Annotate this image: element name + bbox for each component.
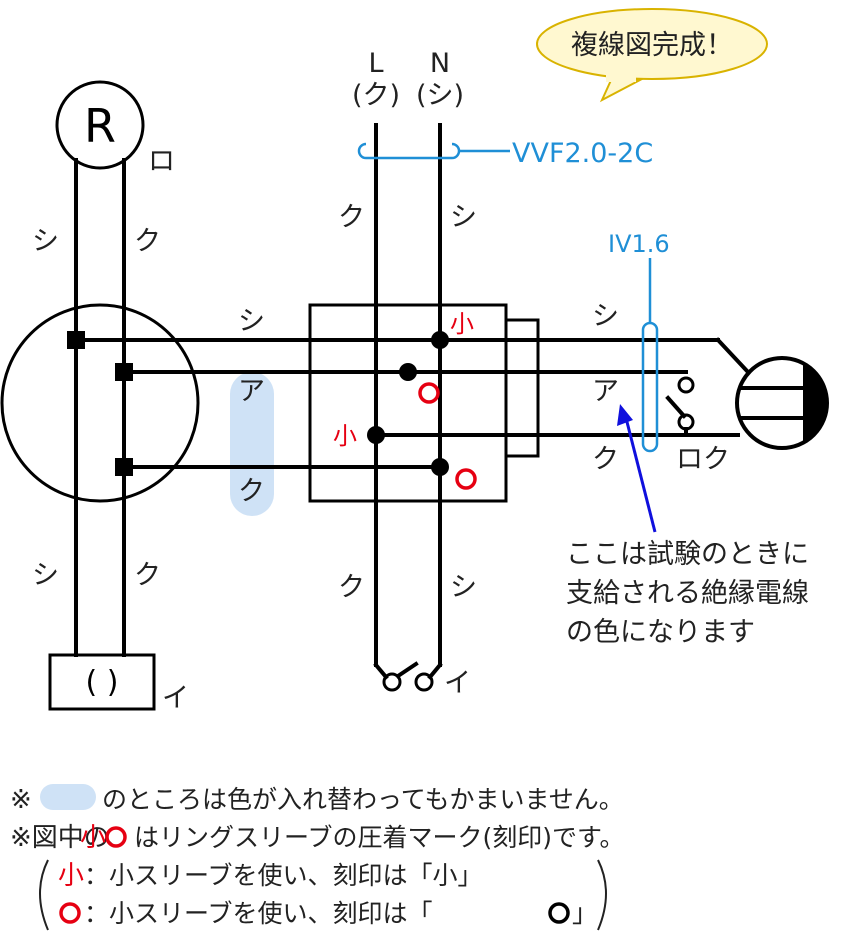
switch-lever <box>665 395 687 419</box>
lamp-symbol <box>55 80 145 170</box>
wire-color-label: ア <box>592 376 619 407</box>
note-line-2-prefix: ※図中の <box>10 823 110 853</box>
wire-color-label: シ <box>32 560 59 591</box>
lamp-label: ロ <box>148 146 175 177</box>
annotation-arrow <box>624 417 657 533</box>
note-circle-mark <box>59 902 81 924</box>
vvf-cable-mark <box>357 142 510 160</box>
outlet-label: イ <box>162 683 189 714</box>
wire-color-label: ク <box>338 202 365 233</box>
notes: ※ のところは色が入れ替わってもかまいません。 ※図中の 小 、 はリングスリー… <box>10 784 625 931</box>
switch-bottom-label: イ <box>444 668 471 699</box>
note-small-mark: 小 <box>58 861 84 891</box>
annotation-line: の色になります <box>566 617 755 648</box>
wire-color-label: ク <box>238 476 265 507</box>
switch-contact <box>677 413 695 431</box>
wire-color-label: シ <box>238 306 265 337</box>
small-sleeve-mark: 小 <box>450 310 474 338</box>
note-line-3: ：小スリーブを使い、刻印は「小」 <box>84 861 483 890</box>
note-bracket-left <box>39 859 49 931</box>
switch-contact <box>677 376 695 394</box>
source-l-label: L <box>368 48 383 79</box>
splice-dot <box>431 458 449 476</box>
source-l-color: (ク) <box>352 80 400 111</box>
wire-color-label: シ <box>450 572 477 603</box>
iv-cable-mark <box>641 258 659 453</box>
wire-color-label: ク <box>592 444 619 475</box>
wire-color-label: ア <box>238 376 265 407</box>
wire-color-label: ク <box>134 226 161 257</box>
source-n-color: (シ) <box>416 80 464 111</box>
switch-lever <box>395 661 419 679</box>
wire-lamp-diagonal <box>715 337 751 375</box>
outlet-box <box>48 653 156 711</box>
small-sleeve-mark: 小 <box>333 422 357 450</box>
iv-label: IV1.6 <box>608 230 670 258</box>
note-bracket-right <box>597 859 607 931</box>
lamp-letter: R <box>84 99 116 153</box>
annotation-line: ここは試験のときに <box>566 539 809 570</box>
outlet-symbol: ( ) <box>86 665 119 700</box>
middle-box <box>308 303 508 503</box>
medium-sleeve-mark <box>418 382 440 404</box>
note-line-2: はリングスリーブの圧着マーク(刻印)です。 <box>134 823 625 852</box>
annotation-line: 支給される絶縁電線 <box>566 578 809 609</box>
note-small-mark: 小 <box>80 823 106 853</box>
note-black-circle <box>548 902 570 924</box>
note-line-4: ：小スリーブを使い、刻印は「 <box>84 899 433 928</box>
splice-dot <box>399 363 417 381</box>
callout-bubble: 複線図完成！ <box>536 8 768 103</box>
callout-text: 複線図完成！ <box>571 30 733 61</box>
note-line-4-end: 」 <box>572 899 598 929</box>
splice-dot <box>431 331 449 349</box>
medium-sleeve-mark <box>455 468 477 490</box>
wire-color-label: ク <box>134 560 161 591</box>
note-line-1: のところは色が入れ替わってもかまいません。 <box>102 785 624 814</box>
vvf-label: VVF2.0-2C <box>512 138 653 169</box>
wire-color-label: ク <box>338 572 365 603</box>
wire-color-label: シ <box>592 301 619 332</box>
switch-contact <box>382 672 402 692</box>
junction-box-circle <box>0 303 200 503</box>
wire-color-label: シ <box>450 202 477 233</box>
splice-dot <box>367 426 385 444</box>
note-marker: ※ <box>10 785 32 815</box>
note-highlight-swatch <box>40 784 96 810</box>
switch-contact <box>414 672 434 692</box>
middle-box-ext <box>504 318 540 458</box>
annotation-arrow-head <box>617 404 633 426</box>
switch-right-label: ロク <box>676 444 730 475</box>
swap-highlight <box>230 372 274 516</box>
note-circle-mark <box>105 826 127 848</box>
source-n-label: N <box>430 48 450 79</box>
wire-color-label: シ <box>32 226 59 257</box>
receptacle-lamp <box>735 356 829 450</box>
